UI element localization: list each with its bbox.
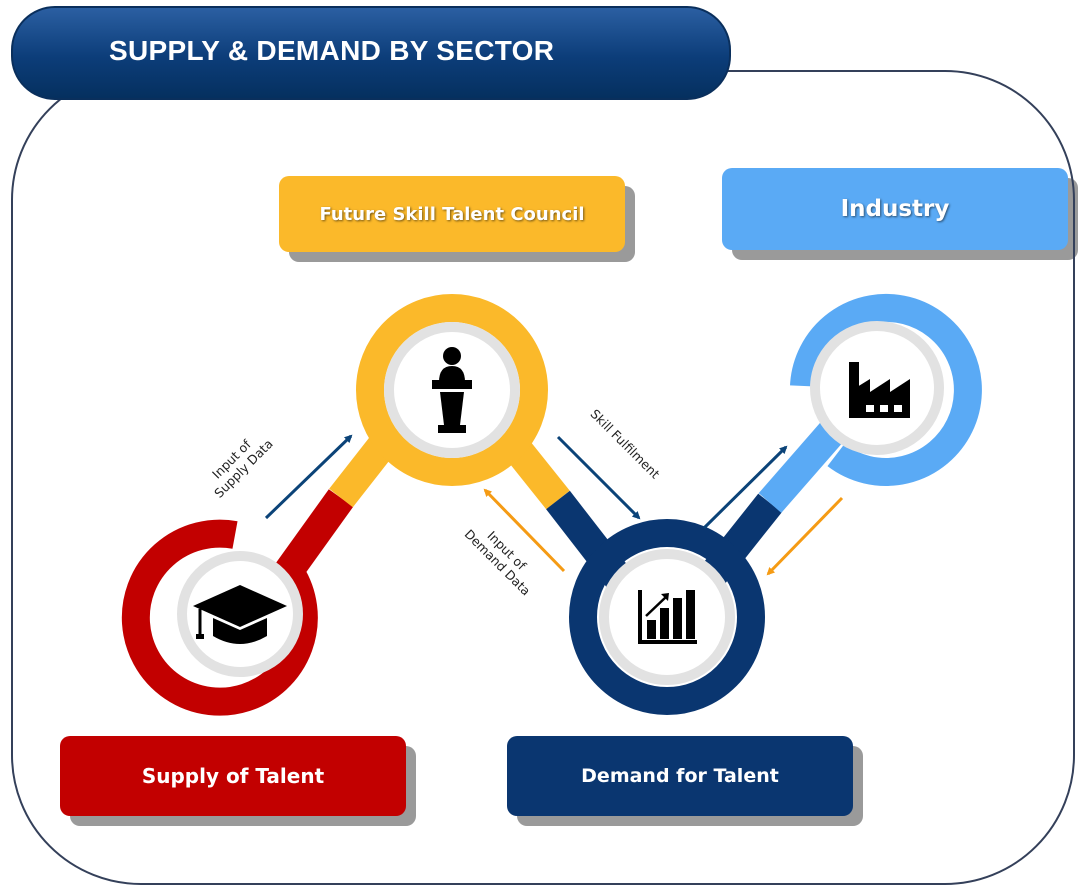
- annotation-skill-fulfilment: Skill Fulfilment: [588, 406, 663, 481]
- title-banner: SUPPLY & DEMAND BY SECTOR: [11, 6, 731, 100]
- arrow-industry-demand-down: [766, 496, 844, 576]
- svg-text:Input of Demand Data: Input of Demand Data: [462, 516, 545, 599]
- bar-chart-growth-icon: [637, 589, 697, 645]
- arrow-demand-data-up: [483, 488, 566, 573]
- arrow-skill-fulfilment-down: [556, 435, 641, 520]
- node-council: [356, 294, 548, 486]
- arrow-demand-industry-up: [702, 445, 788, 530]
- svg-text:Input of Supply Data: Input of Supply Data: [200, 425, 275, 500]
- node-demand: [569, 519, 765, 715]
- connector-supply-council: [272, 428, 400, 585]
- node-supply: [121, 519, 318, 716]
- council-label: Future Skill Talent Council: [319, 203, 585, 225]
- arrow-supply-data-up: [264, 434, 353, 520]
- supply-label: Supply of Talent: [141, 764, 325, 788]
- demand-label-box: Demand for Talent: [507, 736, 863, 826]
- podium-speaker-icon: [432, 347, 472, 433]
- factory-icon: [849, 362, 910, 418]
- industry-label-box: Industry: [722, 168, 1078, 260]
- demand-label: Demand for Talent: [581, 765, 779, 787]
- council-label-box: Future Skill Talent Council: [279, 176, 635, 262]
- industry-label: Industry: [840, 196, 950, 222]
- node-industry: [790, 293, 982, 486]
- diagram-title: SUPPLY & DEMAND BY SECTOR: [109, 35, 555, 66]
- supply-label-box: Supply of Talent: [60, 736, 416, 826]
- graduation-cap-icon: [193, 585, 287, 644]
